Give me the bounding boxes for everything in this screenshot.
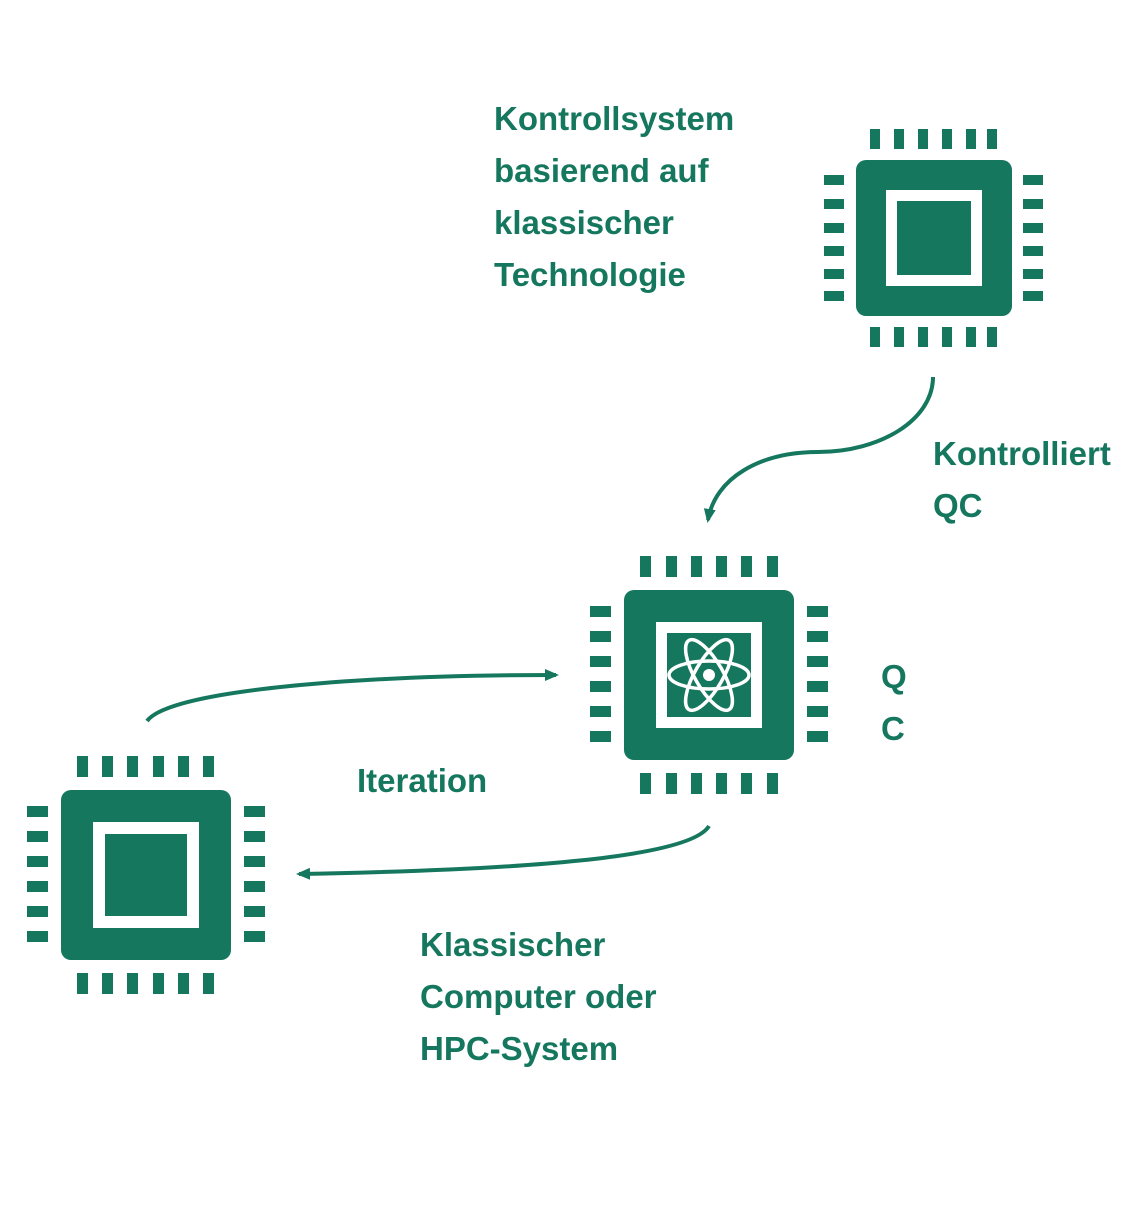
control-system-label: Kontrollsystem basierend auf klassischer… [494, 93, 734, 301]
control-system-label-line: klassischer [494, 204, 674, 241]
classical-computer-label-line: HPC-System [420, 1030, 619, 1067]
classical-computer-label: Klassischer Computer oder HPC-System [420, 919, 657, 1075]
controls-qc-label: Kontrolliert QC [933, 428, 1111, 532]
iteration-arrow-to-qc [145, 669, 559, 723]
control-system-label-line: Kontrollsystem [494, 100, 735, 137]
classical-computer-label-line: Computer oder [420, 978, 657, 1015]
controls-qc-label-line: Kontrolliert [933, 435, 1111, 472]
quantum-computer-label: Q C [881, 651, 907, 755]
iteration-label-text: Iteration [357, 762, 488, 799]
classical-computer-chip-icon [27, 756, 265, 994]
control-system-label-line: Technologie [494, 256, 686, 293]
atom-icon [667, 637, 751, 713]
control-system-label-line: basierend auf [494, 152, 709, 189]
controls-qc-label-line: QC [933, 487, 983, 524]
controls-arrow [703, 376, 935, 523]
control-system-chip-icon [824, 129, 1043, 347]
quantum-computer-label-line: Q [881, 658, 907, 695]
iteration-arrow-to-classical [296, 824, 711, 880]
classical-computer-label-line: Klassischer [420, 926, 606, 963]
quantum-computer-label-line: C [881, 710, 905, 747]
iteration-label: Iteration [357, 755, 487, 807]
